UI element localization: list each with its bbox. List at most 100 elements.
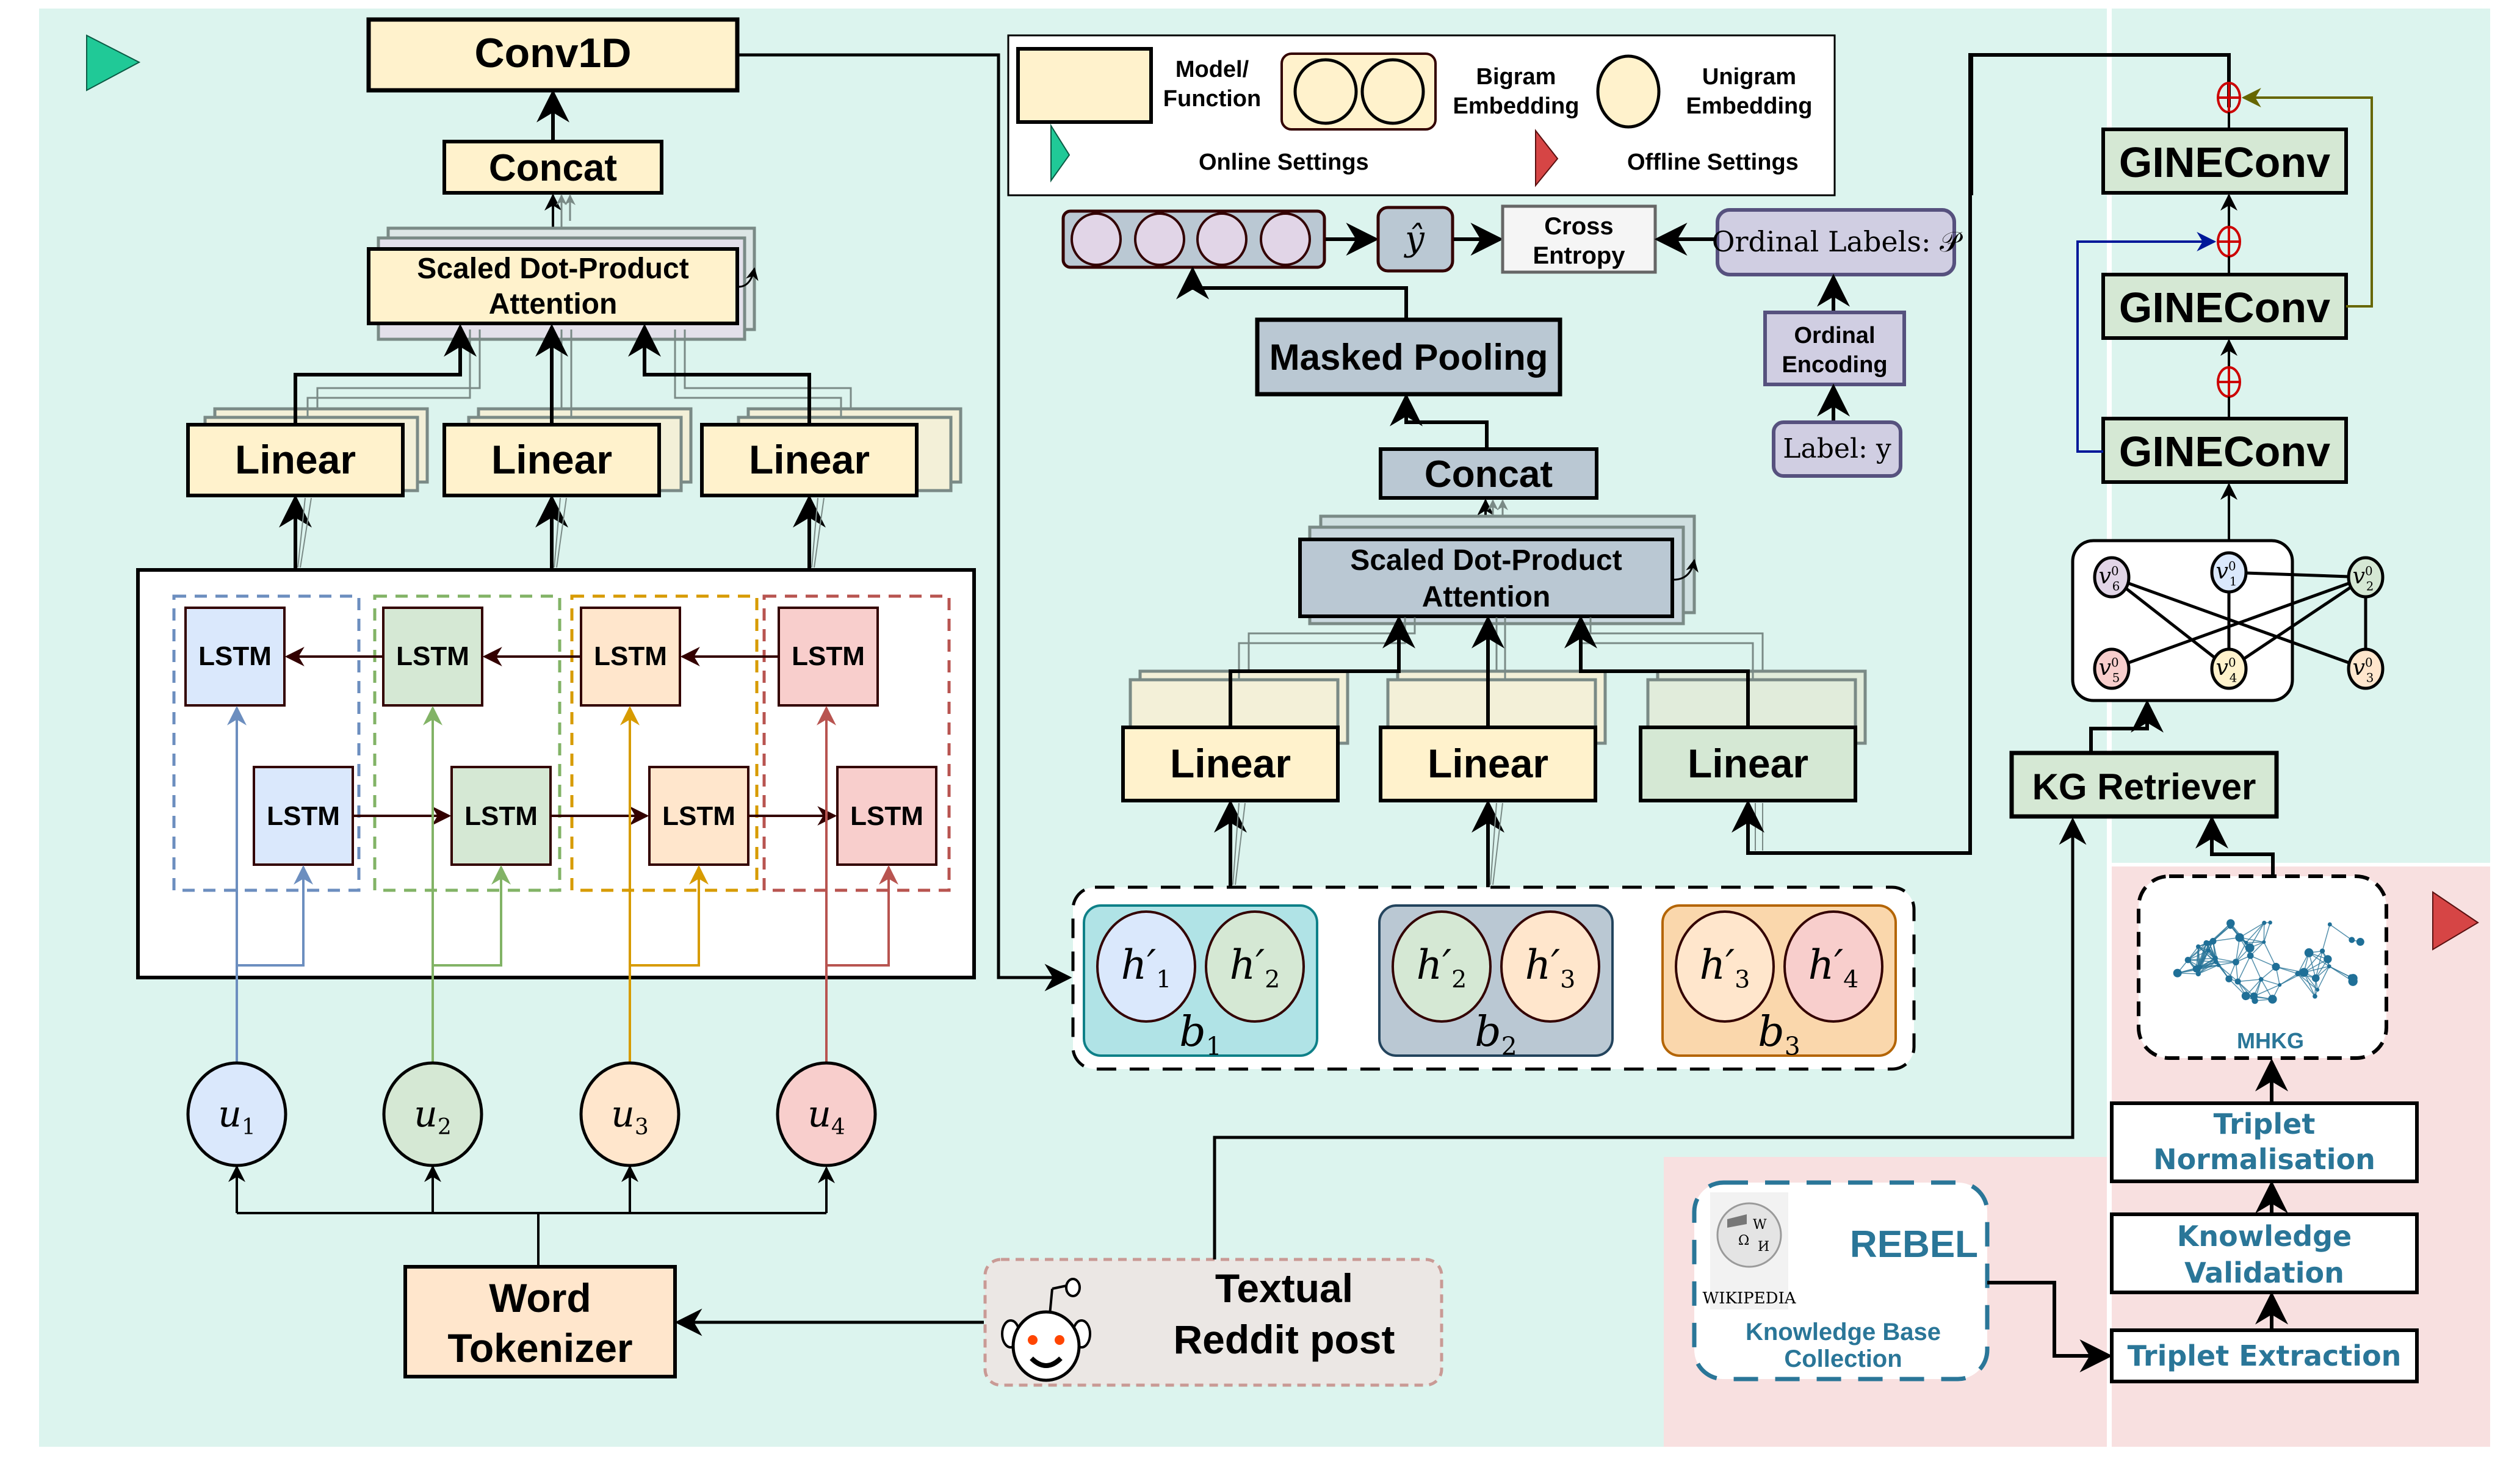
left-linear-1: Linear [186, 423, 405, 497]
left-concat-label: Concat [489, 147, 617, 189]
online-settings-marker-icon [86, 34, 141, 92]
legend-offline-label: Offline Settings [1627, 149, 1799, 175]
middle-concat-box: Concat [1379, 447, 1598, 500]
triplet-extraction-box: Triplet Extraction [2110, 1328, 2419, 1383]
ordinal-labels-box: Ordinal Labels: 𝒫 [1712, 208, 1963, 276]
left-linear-3: Linear [700, 423, 919, 497]
middle-linear-3: Linear [1639, 726, 1857, 802]
skip-connection-blue [2076, 232, 2217, 453]
label-y-label: Label: y [1783, 433, 1891, 464]
attention-heads-arrow [1673, 558, 1699, 581]
arrow-retriever-to-graph [2089, 699, 2164, 753]
arrow-kb-to-extraction [1987, 1281, 2113, 1372]
residual-add-icon [2217, 226, 2241, 258]
bigram-b2-h2: h′3 [1525, 942, 1576, 994]
knowledge-base-box: Ω W И WIKIPEDIA REBEL Knowledge Base Col… [1692, 1180, 1990, 1381]
ordinal-encoding-box: Ordinal Encoding [1763, 311, 1906, 386]
tokenizer-label-1: Word [489, 1275, 591, 1320]
mhkg-label: MHKG [2237, 1028, 2304, 1053]
middle-linear-2-label: Linear [1428, 741, 1548, 786]
bigram-b2-label: b2 [1475, 1008, 1517, 1061]
unigram-u1-label: u1 [218, 1093, 256, 1140]
lstm-backward-3: LSTM [580, 607, 681, 707]
bigram-b1-h2: h′2 [1230, 942, 1280, 994]
legend-offline-icon [1535, 129, 1559, 187]
unigram-u1: u1 [186, 1061, 287, 1167]
svg-text:Ω: Ω [1738, 1233, 1749, 1248]
unigram-u3: u3 [579, 1061, 681, 1167]
graph-edge-v1-v2 [2228, 571, 2366, 579]
legend-bigram-swatch [1280, 52, 1437, 131]
knowledge-validation-label-2: Validation [2184, 1256, 2344, 1289]
unigram-u2-label: u2 [414, 1093, 452, 1140]
svg-text:W: W [1753, 1217, 1767, 1233]
masked-pooling-label: Masked Pooling [1269, 337, 1548, 378]
bigram-b3-h1: h′3 [1700, 942, 1750, 994]
residual-add-icon [2217, 82, 2241, 113]
left-attention-label-2: Attention [489, 288, 618, 320]
legend-model-swatch [1016, 47, 1153, 124]
middle-linear-3-label: Linear [1688, 741, 1808, 786]
ordinal-encoding-label-1: Ordinal [1794, 323, 1875, 348]
gineconv-3-label: GINEConv [2119, 139, 2330, 186]
lstm-forward-3: LSTM [648, 766, 749, 866]
arrow-mhkg-to-retriever [2195, 815, 2275, 884]
left-attention-box: Scaled Dot-Product Attention [367, 247, 739, 325]
legend-online-label: Online Settings [1199, 149, 1369, 175]
graph-edge-v2-v4 [2228, 575, 2367, 671]
y-hat-label: ŷ [1403, 219, 1425, 259]
lstm-backward-1: LSTM [184, 607, 286, 707]
arrow-gine-to-linear [1732, 53, 2231, 855]
wikipedia-logo-icon: Ω W И WIKIPEDIA [1702, 1192, 1797, 1309]
arrow-reddit-to-kg-retriever [1213, 817, 2087, 1259]
lstm-label: LSTM [792, 641, 865, 671]
knowledge-validation-box: Knowledge Validation [2110, 1212, 2419, 1294]
triplet-normalisation-box: Triplet Normalisation [2110, 1101, 2419, 1183]
ce-label-1: Cross [1544, 213, 1613, 240]
left-linear-2-label: Linear [491, 437, 612, 482]
left-attention-label-1: Scaled Dot-Product [417, 253, 688, 285]
ce-label-2: Entropy [1533, 242, 1625, 269]
middle-attention-label-1: Scaled Dot-Product [1350, 544, 1622, 577]
bilstm-ghost-lines [297, 497, 825, 568]
kb-collection-label-1: Knowledge Base [1746, 1319, 1941, 1345]
triplet-normalisation-label-2: Normalisation [2153, 1143, 2375, 1176]
bigram-b3-label: b3 [1758, 1008, 1800, 1061]
prediction-vector [1061, 209, 1326, 269]
kg-retriever-box: KG Retriever [2009, 751, 2279, 819]
knowledge-validation-label-1: Knowledge [2177, 1220, 2352, 1253]
offline-settings-marker-icon [2432, 891, 2479, 951]
token-group-1 [172, 594, 361, 892]
word-tokenizer-box: Word Tokenizer [403, 1265, 677, 1378]
connector-conv1d-to-bigrams [737, 53, 1072, 992]
legend-unigram-label-2: Embedding [1686, 93, 1813, 119]
legend-unigram-swatch [1596, 54, 1661, 129]
legend-bigram-label-2: Embedding [1453, 93, 1580, 119]
unigram-u2: u2 [382, 1061, 483, 1167]
kg-retriever-label: KG Retriever [2032, 766, 2256, 807]
triplet-normalisation-label-1: Triplet [2214, 1108, 2316, 1140]
middle-linear-1-label: Linear [1170, 741, 1291, 786]
arrow-concat-to-pooling [1390, 393, 1489, 448]
legend-model-label-1: Model/ [1175, 57, 1249, 82]
reddit-label-1: Textual [1215, 1266, 1353, 1311]
mhkg-box: MHKG [2137, 874, 2388, 1060]
tokenizer-label-2: Tokenizer [447, 1325, 632, 1371]
masked-pooling-box: Masked Pooling [1255, 317, 1562, 397]
lstm-backward-2: LSTM [382, 607, 483, 707]
y-hat-box: ŷ [1376, 206, 1454, 273]
ordinal-encoding-label-2: Encoding [1782, 352, 1887, 378]
